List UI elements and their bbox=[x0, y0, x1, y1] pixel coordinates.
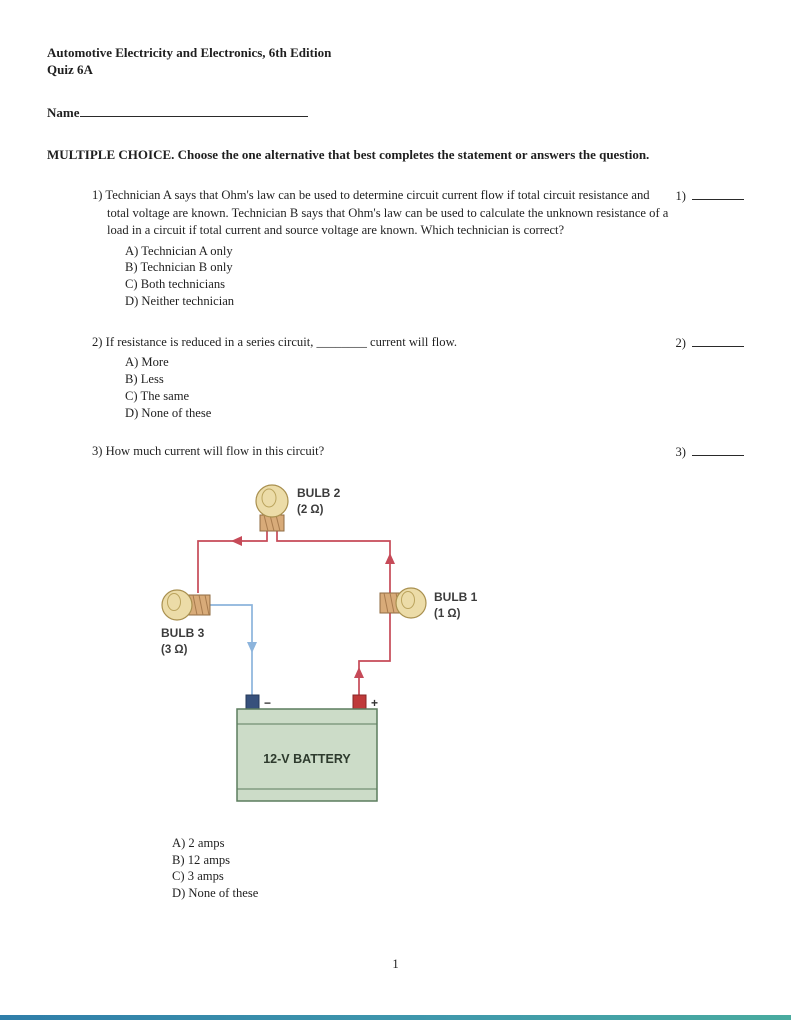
question-2-choices: A) More B) Less C) The same D) None of t… bbox=[125, 354, 670, 421]
question-3-body: How much current will flow in this circu… bbox=[105, 444, 325, 459]
document-title: Automotive Electricity and Electronics, … bbox=[47, 45, 332, 60]
bulb-3-value: (3 Ω) bbox=[161, 644, 188, 656]
choice: A) 2 amps bbox=[172, 835, 225, 850]
answer-number: 3) bbox=[675, 445, 687, 460]
question-1-number: 1) bbox=[92, 188, 103, 202]
bulb-3-icon bbox=[161, 589, 211, 621]
question-1-answer-blank: 1) bbox=[675, 187, 744, 204]
choice: B) 12 amps bbox=[172, 852, 231, 867]
choice: C) The same bbox=[125, 388, 190, 403]
battery-label: 12-V BATTERY bbox=[263, 752, 351, 766]
choice: C) Both technicians bbox=[125, 277, 226, 292]
question-1-text: 1) Technician A says that Ohm's law can … bbox=[92, 187, 670, 240]
question-3-answer-blank: 3) bbox=[675, 443, 744, 460]
answer-number: 1) bbox=[675, 189, 687, 203]
battery-icon: − + 12-V BATTERY bbox=[236, 694, 378, 802]
name-row: Name bbox=[47, 104, 744, 121]
choice: D) None of these bbox=[125, 405, 212, 420]
quiz-label: Quiz 6A bbox=[47, 62, 93, 77]
current-arrow-left-icon bbox=[231, 535, 242, 546]
scan-edge-line bbox=[0, 1015, 791, 1020]
battery-plus-sign: + bbox=[371, 696, 378, 710]
current-arrow-down-icon bbox=[247, 641, 257, 653]
wire-bulb2-to-bulb3 bbox=[197, 530, 268, 593]
answer-number: 2) bbox=[675, 335, 687, 350]
question-2-answer-blank: 2) bbox=[675, 334, 744, 351]
name-blank-line bbox=[79, 104, 308, 117]
circuit-diagram-wrap: BULB 2 (2 Ω) BULB 3 (3 Ω) BULB 1 (1 Ω) bbox=[147, 471, 744, 821]
bulb-2-icon bbox=[255, 484, 289, 532]
choice: B) Less bbox=[125, 371, 164, 386]
bulb-1-value: (1 Ω) bbox=[434, 608, 461, 620]
answer-line bbox=[692, 188, 744, 200]
question-2-text: 2) If resistance is reduced in a series … bbox=[92, 334, 670, 352]
question-1: 1) Technician A says that Ohm's law can … bbox=[92, 187, 744, 310]
question-3-choices: A) 2 amps B) 12 amps C) 3 amps D) None o… bbox=[172, 835, 744, 902]
battery-negative-terminal bbox=[245, 694, 260, 710]
choice: A) Technician A only bbox=[125, 243, 233, 258]
choice: B) Technician B only bbox=[125, 260, 233, 275]
question-1-body: Technician A says that Ohm's law can be … bbox=[105, 188, 669, 237]
question-3-main: 3) How much current will flow in this ci… bbox=[92, 443, 670, 461]
battery-positive-terminal bbox=[352, 694, 367, 710]
bulb-1-icon bbox=[379, 587, 427, 619]
circuit-diagram: BULB 2 (2 Ω) BULB 3 (3 Ω) BULB 1 (1 Ω) bbox=[161, 484, 478, 802]
current-arrow-up-icon bbox=[354, 666, 364, 678]
question-2: 2) If resistance is reduced in a series … bbox=[92, 334, 744, 422]
question-2-main: 2) If resistance is reduced in a series … bbox=[92, 334, 670, 422]
bulb-2-label: BULB 2 bbox=[297, 486, 341, 500]
question-1-choices: A) Technician A only B) Technician B onl… bbox=[125, 243, 670, 310]
wire-bulb3-to-battery bbox=[210, 604, 257, 695]
current-arrow-up-icon bbox=[385, 552, 395, 564]
battery-minus-sign: − bbox=[264, 696, 271, 710]
question-3: 3) How much current will flow in this ci… bbox=[92, 443, 744, 461]
choice: C) 3 amps bbox=[172, 869, 224, 884]
answer-line bbox=[692, 444, 744, 457]
bulb-2-value: (2 Ω) bbox=[297, 504, 324, 516]
choice: D) None of these bbox=[172, 886, 259, 901]
choice: D) Neither technician bbox=[125, 293, 235, 308]
question-3-number: 3) bbox=[92, 444, 103, 459]
name-label: Name bbox=[47, 105, 80, 120]
bulb-3-label: BULB 3 bbox=[161, 626, 205, 640]
section-heading: MULTIPLE CHOICE. Choose the one alternat… bbox=[47, 147, 650, 162]
quiz-page: Automotive Electricity and Electronics, … bbox=[47, 45, 744, 902]
question-2-number: 2) bbox=[92, 334, 103, 349]
answer-line bbox=[692, 335, 744, 347]
wire-battery-to-bulb1 bbox=[354, 612, 391, 695]
question-2-body: If resistance is reduced in a series cir… bbox=[105, 334, 457, 349]
choice: A) More bbox=[125, 355, 169, 370]
bulb-1-label: BULB 1 bbox=[434, 590, 478, 604]
page-number: 1 bbox=[392, 957, 399, 971]
question-3-text: 3) How much current will flow in this ci… bbox=[92, 443, 670, 461]
wire-bulb1-to-bulb2 bbox=[276, 530, 395, 593]
question-1-main: 1) Technician A says that Ohm's law can … bbox=[92, 187, 670, 310]
